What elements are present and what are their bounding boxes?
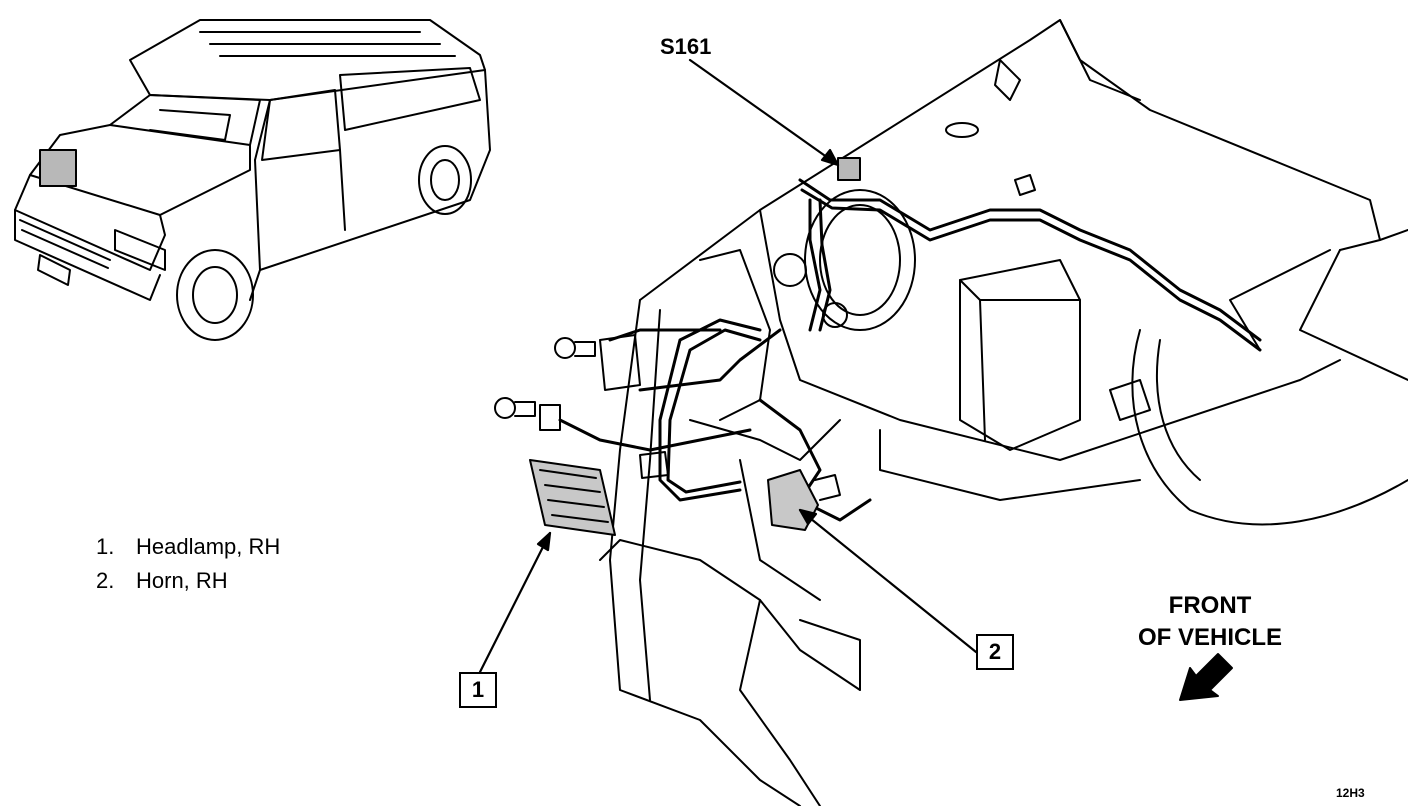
- legend-label: Horn, RH: [136, 568, 228, 593]
- callout-box-2: 2: [976, 634, 1014, 670]
- legend-item: 2. Horn, RH: [96, 564, 280, 598]
- bulb-connectors: [494, 334, 669, 479]
- splice-callout-label: S161: [660, 34, 712, 59]
- legend-label: Headlamp, RH: [136, 534, 281, 559]
- engine-compartment-drawing: [599, 19, 1408, 806]
- front-of-vehicle-label: FRONT OF VEHICLE: [1120, 590, 1300, 654]
- headlamp-rh-component: [529, 459, 616, 536]
- splice-s161-marker: [837, 157, 861, 181]
- front-label-line1: FRONT: [1168, 592, 1252, 619]
- legend: 1. Headlamp, RH 2. Horn, RH: [96, 530, 280, 598]
- legend-item: 1. Headlamp, RH: [96, 530, 280, 564]
- callout-box-1: 1: [459, 672, 497, 708]
- front-direction-arrow: [1179, 653, 1233, 701]
- van-overview-drawing: [14, 19, 491, 341]
- figure-code: 12H3: [1336, 786, 1365, 800]
- wiring-harness: [558, 178, 1262, 522]
- legend-number: 1.: [96, 534, 115, 559]
- legend-number: 2.: [96, 568, 115, 593]
- front-label-line2: OF VEHICLE: [1137, 624, 1282, 651]
- leader-lines: [478, 58, 978, 674]
- horn-rh-component: [767, 469, 841, 531]
